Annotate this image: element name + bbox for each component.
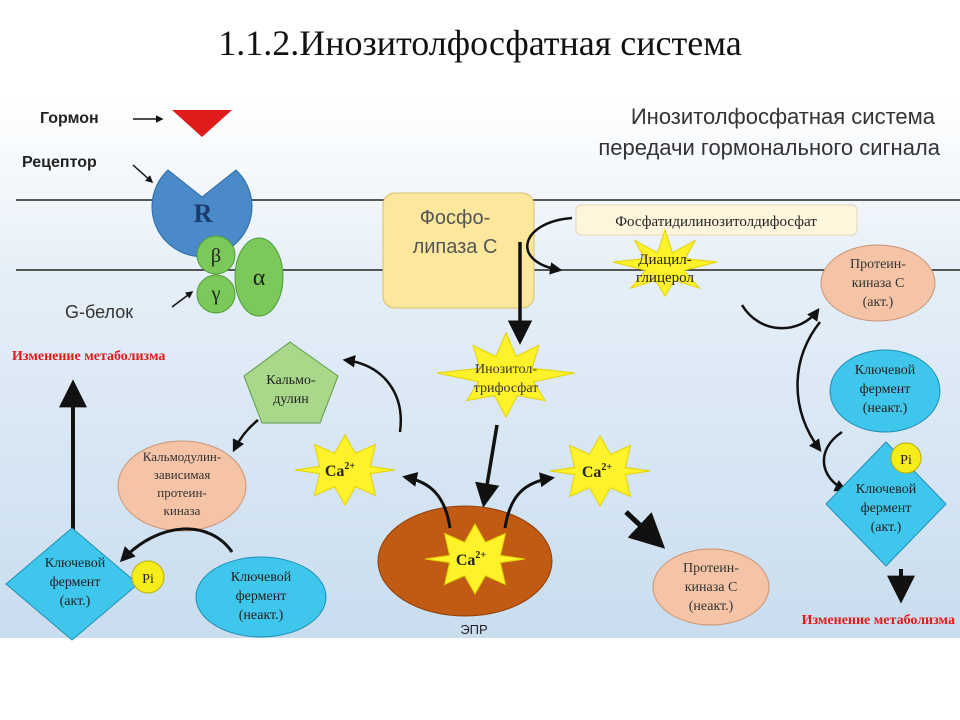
pkc-active: [820, 244, 936, 322]
ca-star-epr: [424, 522, 526, 596]
pkc-active-line1: Протеин-: [850, 257, 906, 272]
pkc-active-line3: (акт.): [863, 295, 894, 310]
g-protein-gamma: [196, 274, 236, 314]
epr-label: ЭПР: [460, 622, 487, 637]
pi-left-label: Pi: [142, 572, 154, 587]
key-enzyme-inactive-left-line1: Ключевой: [231, 570, 292, 585]
ip3-line1: Инозитол-: [475, 362, 537, 377]
cam-kinase-line2: зависимая: [154, 467, 211, 482]
ca-to-calmodulin-arrow: [342, 355, 402, 433]
dag-to-pkc-arrow: [740, 304, 820, 330]
ca-star-right: [549, 434, 651, 508]
epr-to-ca-left-arrow: [402, 472, 452, 529]
epr-to-ca-right-arrow: [503, 472, 555, 529]
ca-left-symbol: Ca: [325, 463, 345, 480]
pkc-inactive-line2: киназа С: [685, 580, 738, 595]
pkc-active-line2: киназа С: [852, 276, 905, 291]
ca-epr-label: Ca2+: [456, 550, 487, 569]
key-enzyme-active-left-line3: (акт.): [60, 594, 91, 609]
pkc-to-enzyme-arrow: [796, 321, 822, 453]
phospholipase-c-box: [382, 192, 535, 309]
pkc-inactive: [652, 548, 770, 626]
key-enzyme-active-right-line2: фермент: [861, 501, 912, 516]
dag-line1: Диацил-: [638, 252, 691, 268]
pip2-curve-arrow: [526, 216, 573, 275]
calmodulin-line2: дулин: [273, 392, 309, 407]
ca-epr-charge: 2+: [475, 550, 486, 561]
metabolism-change-right: Изменение метаболизма: [802, 613, 955, 628]
ca-left-charge: 2+: [344, 461, 355, 472]
g-protein-arrow: [171, 291, 194, 308]
pi-left-circle: [131, 560, 165, 594]
alpha-symbol: α: [253, 265, 266, 291]
enzyme-activation-arrow-right: [822, 430, 848, 492]
cam-kinase: [117, 440, 247, 532]
ca-epr-symbol: Ca: [456, 552, 476, 569]
key-enzyme-active-right-line1: Ключевой: [856, 482, 917, 497]
key-enzyme-inactive-right-line3: (неакт.): [863, 401, 908, 416]
key-enzyme-inactive-right: [829, 349, 941, 433]
ca-right-charge: 2+: [601, 462, 612, 473]
pip2-label: Фосфатидилинозитолдифосфат: [615, 214, 817, 230]
ca-left-label: Ca2+: [325, 461, 356, 480]
diagram-heading-line2: передачи гормонального сигнала: [598, 135, 940, 160]
key-enzyme-active-left-line1: Ключевой: [45, 556, 106, 571]
hormone-triangle: [172, 110, 232, 137]
key-enzyme-active-right: [825, 441, 947, 567]
hormone-label: Гормон: [40, 110, 99, 127]
cam-kinase-line1: Кальмодулин-: [143, 449, 221, 464]
slide-title: 1.1.2.Инозитолфосфатная система: [218, 23, 742, 63]
kinase-activation-arrow-left: [119, 527, 234, 563]
cam-kinase-line3: протеин-: [157, 485, 206, 500]
key-enzyme-inactive-right-line1: Ключевой: [855, 363, 916, 378]
g-protein-alpha: [234, 237, 284, 317]
pi-right-label: Pi: [900, 453, 912, 468]
dag-star: [612, 228, 718, 297]
key-enzyme-active-right-line3: (акт.): [871, 520, 902, 535]
key-enzyme-active-left: [5, 527, 139, 641]
ip3-line2: трифосфат: [474, 381, 539, 396]
pi-right-circle: [890, 442, 922, 474]
calmodulin-to-kinase-arrow: [232, 419, 259, 453]
phospholipase-c-line1: Фосфо-: [420, 207, 491, 229]
metabolism-change-left: Изменение метаболизма: [12, 349, 165, 364]
dag-line2: глицерол: [636, 270, 694, 286]
g-protein-beta: [196, 235, 236, 275]
pkc-inactive-line1: Протеин-: [683, 561, 739, 576]
pip2-box: [575, 204, 858, 236]
phospholipase-c-line2: липаза С: [413, 236, 498, 258]
key-enzyme-inactive-left: [195, 556, 327, 638]
gamma-symbol: γ: [211, 283, 221, 305]
calmodulin-line1: Кальмо-: [266, 373, 316, 388]
ca-right-symbol: Ca: [582, 464, 602, 481]
cam-kinase-line4: киназа: [164, 503, 201, 518]
ca-right-label: Ca2+: [582, 462, 613, 481]
receptor-arrow: [132, 164, 154, 184]
key-enzyme-inactive-left-line2: фермент: [236, 589, 287, 604]
receptor-symbol: R: [194, 199, 213, 228]
receptor-label: Рецептор: [22, 154, 97, 171]
calmodulin-pentagon: [243, 341, 339, 424]
ca-to-pkc-arrow: [624, 510, 666, 549]
key-enzyme-inactive-left-line3: (неакт.): [239, 608, 284, 623]
g-protein-label: G-белок: [65, 302, 133, 322]
pkc-inactive-line3: (неакт.): [689, 599, 734, 614]
key-enzyme-inactive-right-line2: фермент: [860, 382, 911, 397]
beta-symbol: β: [211, 245, 221, 267]
ip3-star: [436, 331, 576, 419]
diagram-heading-line1: Инозитолфосфатная система: [631, 104, 936, 129]
ca-star-left: [294, 433, 396, 507]
ip3-to-epr-arrow: [475, 424, 500, 508]
key-enzyme-active-left-line2: фермент: [50, 575, 101, 590]
